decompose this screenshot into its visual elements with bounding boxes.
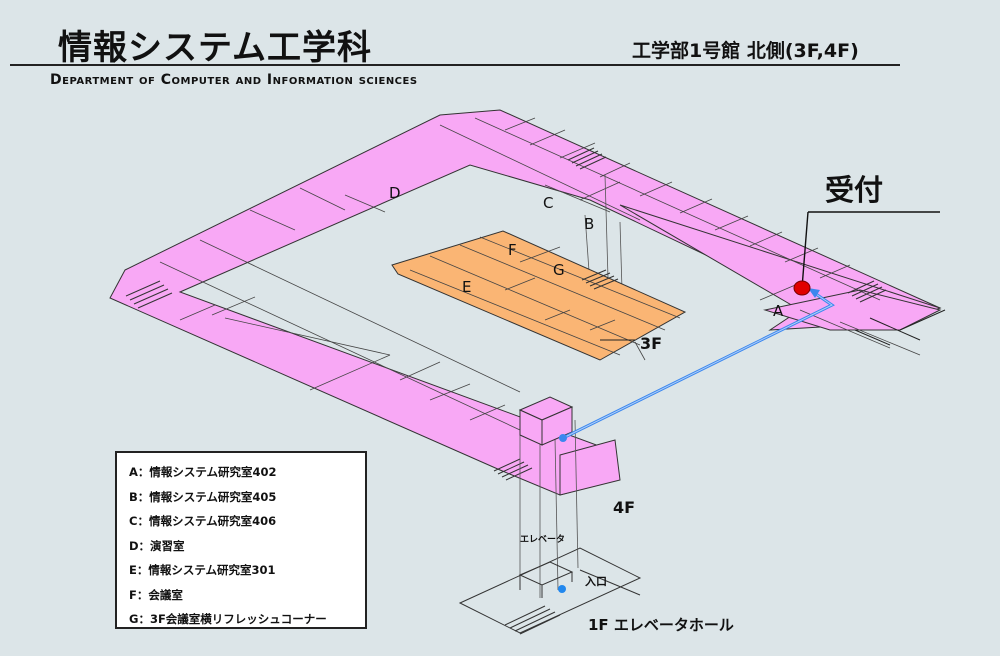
elevator-shaft (518, 396, 574, 598)
room-label-e: E (462, 278, 471, 296)
legend-item-b: B：情報システム研究室405 (129, 489, 277, 504)
legend-item-d: D：演習室 (129, 538, 185, 553)
page-subtitle: Department of Computer and Information s… (50, 72, 418, 88)
elevator-label: エレベータ (520, 533, 565, 545)
room-label-f: F (508, 241, 517, 259)
floor-3f-plate (391, 230, 687, 361)
route-path (559, 288, 835, 442)
elevator-1f-dot (558, 585, 566, 593)
reception-label: 受付 (825, 173, 883, 207)
legend-item-c: C：情報システム研究室406 (129, 514, 277, 528)
floor-4f-plate (109, 109, 946, 496)
room-label-c: C (543, 194, 553, 212)
room-label-d: D (389, 184, 401, 202)
vertical-guides (519, 174, 623, 598)
building-label: 工学部1号館 北側(3F,4F) (632, 40, 859, 62)
reception-marker (793, 211, 940, 296)
legend-item-a: A：情報システム研究室402 (129, 465, 277, 479)
title-rule (10, 64, 900, 66)
floor-label-1f: 1F エレベータホール (588, 616, 734, 634)
legend-box: A：情報システム研究室402 B：情報システム研究室405 C：情報システム研究… (115, 451, 367, 629)
room-label-g: G (553, 261, 565, 279)
floor-label-3f: 3F (640, 334, 662, 353)
floor-label-4f: 4F (613, 498, 635, 517)
room-label-a: A (773, 302, 784, 320)
legend-item-f: F：会議室 (129, 587, 183, 602)
entrance-label: 入口 (585, 575, 607, 588)
legend-item-e: E：情報システム研究室301 (129, 563, 276, 577)
legend-item-g: G：3F会議室横リフレッシュコーナー (129, 612, 327, 626)
page-title: 情報システム工学科 (58, 28, 372, 68)
room-label-b: B (584, 215, 594, 233)
